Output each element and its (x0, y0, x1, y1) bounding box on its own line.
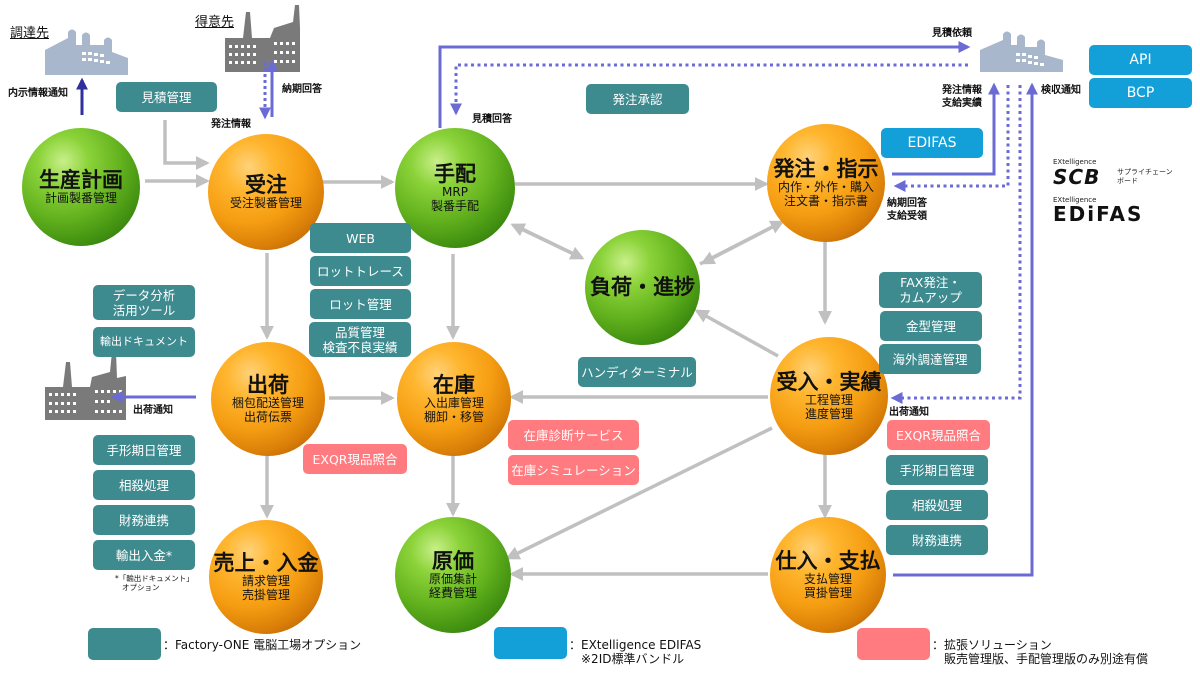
sphere-cost[interactable]: 原価 原価集計 経費管理 (395, 517, 511, 633)
sphere-production-plan[interactable]: 生産計画 計画製番管理 (22, 128, 140, 246)
estimate-request-label: 見積依頼 (932, 28, 972, 39)
sphere-ordering[interactable]: 発注・指示 内作・外作・購入 注文書・指示書 (767, 124, 885, 242)
left-offset-box[interactable]: 相殺処理 (93, 470, 195, 500)
sphere-shipping[interactable]: 出荷 梱包配送管理 出荷伝票 (211, 342, 325, 456)
arrow-shipping-notice-supplier (890, 85, 1022, 404)
left-bills-box[interactable]: 手形期日管理 (93, 435, 195, 465)
arrow-ordering-load-bidir (699, 220, 785, 266)
lot-mgmt-box[interactable]: ロット管理 (310, 289, 411, 319)
delivery-answer-label: 納期回答 (282, 84, 322, 95)
overseas-procure-box[interactable]: 海外調達管理 (879, 344, 981, 374)
right-offset-box[interactable]: 相殺処理 (886, 490, 988, 520)
arrow-delivery-answer-supply (893, 85, 1010, 192)
arrow-acceptance-notice (893, 82, 1038, 577)
fax-order-box[interactable]: FAX発注・ カムアップ (879, 272, 982, 308)
shipping-notice-right-label: 出荷通知 (889, 407, 929, 418)
legend-swatch-extension (857, 628, 930, 660)
sphere-load-progress[interactable]: 負荷・進捗 (585, 230, 700, 345)
order-approval-box[interactable]: 発注承認 (586, 84, 689, 114)
sphere-arrangement[interactable]: 手配 MRP 製番手配 (395, 128, 515, 248)
customer-factory-icon (225, 5, 300, 72)
estimate-answer-label: 見積回答 (472, 114, 512, 125)
supplier-factory-icon (45, 29, 128, 75)
inventory-simulation-box[interactable]: 在庫シミュレーション (508, 455, 639, 485)
inventory-diagnosis-box[interactable]: 在庫診断サービス (508, 420, 639, 450)
arrow-estimate-to-order (163, 120, 210, 170)
export-docs-box[interactable]: 輸出ドキュメント (93, 327, 195, 357)
bcp-box[interactable]: BCP (1089, 78, 1192, 108)
sphere-sales-payment[interactable]: 売上・入金 請求管理 売掛管理 (209, 520, 323, 634)
api-box[interactable]: API (1089, 45, 1192, 75)
exqr-right-box[interactable]: EXQR現品照合 (887, 420, 990, 450)
sphere-purchase-payment[interactable]: 仕入・支払 支払管理 買掛管理 (770, 517, 886, 633)
data-analysis-box[interactable]: データ分析 活用ツール (93, 285, 195, 320)
quality-mgmt-box[interactable]: 品質管理 検査不良実績 (309, 322, 411, 357)
handy-terminal-box[interactable]: ハンディターミナル (578, 357, 696, 387)
exqr-left-box[interactable]: EXQR現品照合 (303, 444, 407, 474)
arrow-receiving-to-cost (505, 426, 773, 560)
edifas-box[interactable]: EDIFAS (881, 128, 983, 158)
sphere-receiving[interactable]: 受入・実績 工程管理 進度管理 (770, 337, 888, 455)
arrow-receiving-to-load (694, 309, 779, 358)
export-note: *「輸出ドキュメント」 オプション (115, 574, 194, 592)
arrow-order-info-supply (892, 82, 1000, 176)
unofficial-notice-label: 内示情報通知 (8, 88, 68, 99)
left-finance-box[interactable]: 財務連携 (93, 505, 195, 535)
delivery-answer-supply-label: 納期回答 支給受領 (887, 198, 927, 222)
legend-label-factory-one: ：Factory-ONE 電脳工場オプション (163, 638, 362, 652)
arrow-estimate-answer (450, 63, 968, 116)
legend-label-edifas: ：EXtelligence EDIFAS ※2ID標準バンドル (569, 638, 702, 667)
mold-mgmt-box[interactable]: 金型管理 (880, 311, 982, 341)
right-finance-box[interactable]: 財務連携 (886, 525, 988, 555)
sphere-order-receipt[interactable]: 受注 受注製番管理 (208, 134, 324, 250)
right-bills-box[interactable]: 手形期日管理 (886, 455, 988, 485)
web-box[interactable]: WEB (310, 223, 411, 253)
estimate-mgmt-box[interactable]: 見積管理 (116, 82, 217, 112)
legend-swatch-factory-one (88, 628, 161, 660)
supplier-label: 調達先 (10, 26, 50, 41)
shipping-destination-factory-icon (45, 352, 126, 420)
sphere-inventory[interactable]: 在庫 入出庫管理 棚卸・移管 (397, 342, 511, 456)
order-info-label: 発注情報 (211, 119, 251, 130)
legend-label-extension: ：拡張ソリューション 販売管理版、手配管理版のみ別途有償 (932, 638, 1149, 667)
partner-factory-icon (980, 31, 1063, 72)
left-export-payment-box[interactable]: 輸出入金* (93, 540, 195, 570)
acceptance-notice-label: 検収通知 (1041, 85, 1081, 96)
customer-label: 得意先 (195, 15, 235, 30)
lot-trace-box[interactable]: ロットトレース (310, 256, 411, 286)
arrow-arrangement-load-bidir (510, 223, 585, 260)
shipping-notice-left-label: 出荷通知 (133, 405, 173, 416)
legend-swatch-edifas (494, 627, 567, 659)
order-info-supply-label: 発注情報 支給実績 (942, 85, 982, 109)
arrow-estimate-request (438, 41, 971, 128)
